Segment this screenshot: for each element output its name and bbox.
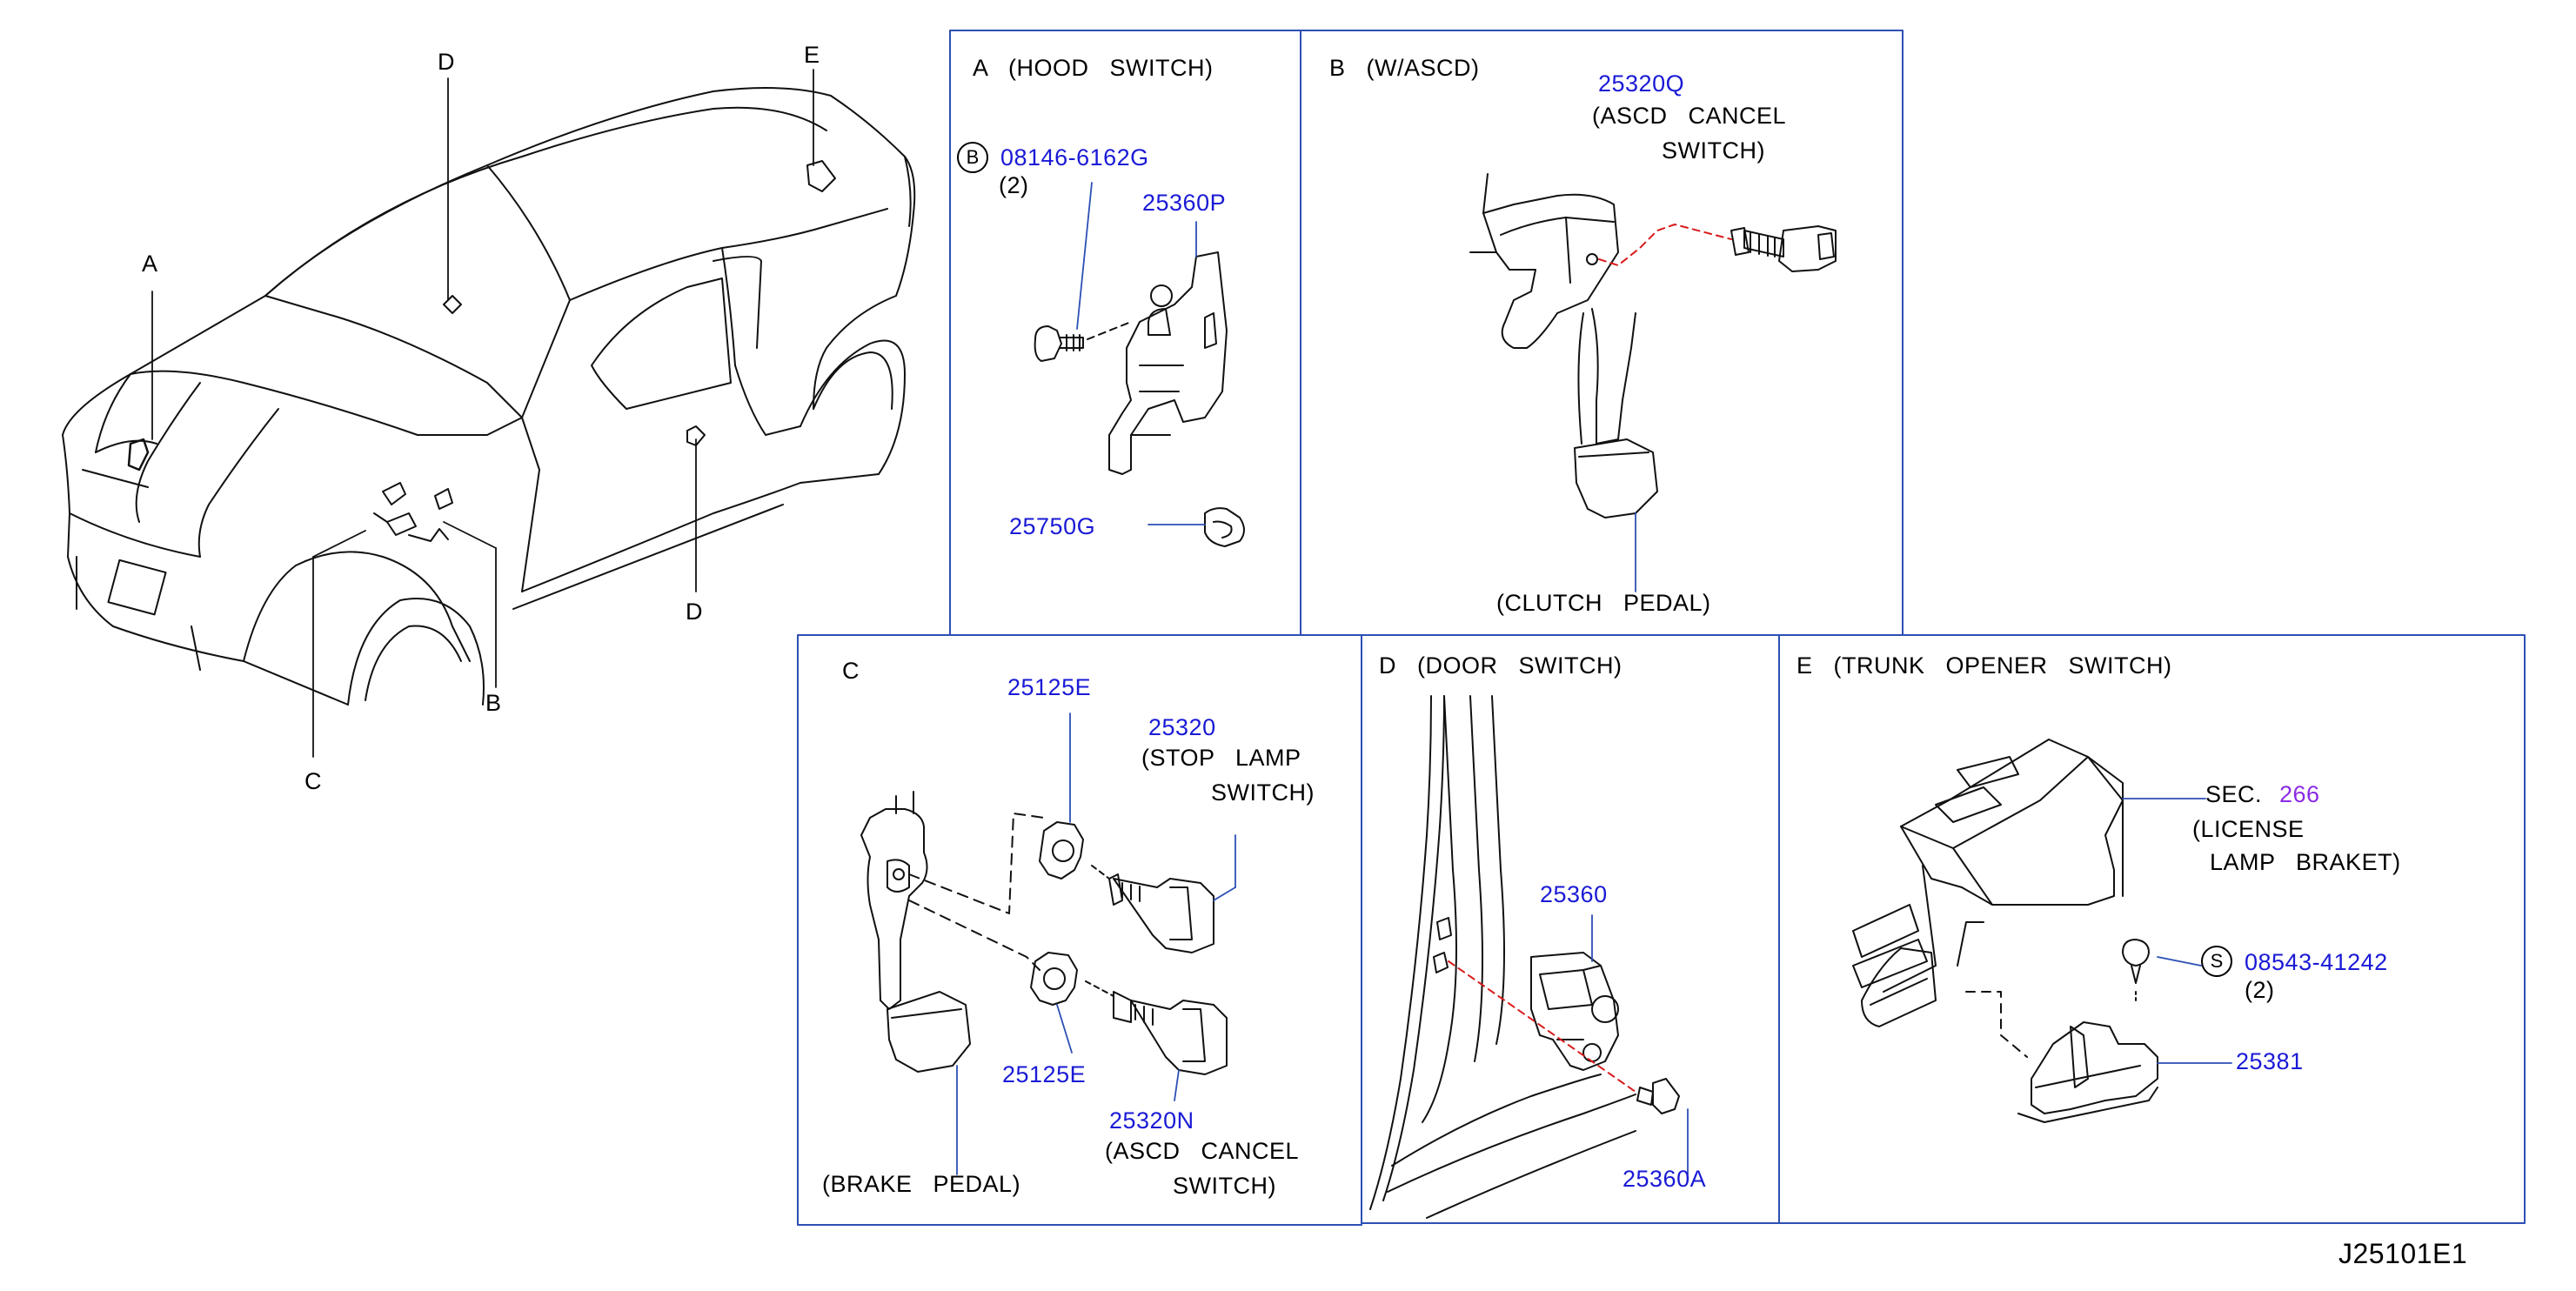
diagram-code: J25101E1 [2338,1238,2468,1269]
callout-e: E [804,42,820,68]
panel-c-title: C [842,658,860,684]
trunk-opener-drawing [1852,739,2232,1123]
part-25381: 25381 [2236,1048,2304,1074]
part-25750G: 25750G [1009,513,1096,539]
panel-a-title: A (HOOD SWITCH) [973,55,1214,81]
door-switch-drawing [1369,695,1689,1219]
sec-266: 266 [2279,781,2320,807]
screw-symbol-s: S [2201,946,2232,977]
lamp-braket-label: LAMP BRAKET) [2210,849,2401,875]
ascd-switch-label-b: SWITCH) [1662,137,1765,164]
panel-e-title: E (TRUNK OPENER SWITCH) [1797,652,2172,679]
part-25360P: 25360P [1142,190,1227,216]
hood-switch-drawing [1034,182,1245,547]
callout-d-bottom: D [686,599,703,625]
ascd-cancel-label-b: (ASCD CANCEL [1592,103,1787,129]
stop-switch-label: SWITCH) [1211,779,1315,806]
stop-lamp-label: (STOP LAMP [1141,745,1301,771]
sec-prefix: SEC. [2205,781,2263,807]
panel-d-title: D (DOOR SWITCH) [1379,652,1623,679]
overview-leaders [151,69,814,758]
license-label: (LICENSE [2192,816,2305,842]
screw-quantity: (2) [2245,977,2275,1003]
panel-borders [797,30,2526,1226]
part-25320N: 25320N [1109,1107,1194,1134]
part-25125E-bottom: 25125E [1002,1061,1087,1087]
part-25320: 25320 [1148,714,1216,740]
brake-pedal-drawing [860,712,1236,1175]
callout-b: B [485,690,502,716]
callout-a: A [142,251,158,277]
car-overview-drawing [62,87,916,706]
part-25320Q: 25320Q [1598,70,1685,97]
clutch-pedal-label: (CLUTCH PEDAL) [1496,590,1711,616]
callout-d-top: D [438,49,455,75]
brake-pedal-label: (BRAKE PEDAL) [822,1171,1021,1197]
clutch-pedal-drawing [1469,173,1837,592]
callout-c: C [304,768,322,794]
bolt-symbol-b: B [957,142,988,173]
part-08543-41242: 08543-41242 [2245,949,2388,975]
part-08146-6162G: 08146-6162G [1000,144,1149,171]
part-25360A: 25360A [1623,1166,1707,1192]
part-25125E-top: 25125E [1007,674,1092,700]
part-25360: 25360 [1540,881,1608,907]
panel-b-title: B (W/ASCD) [1329,55,1480,81]
ascd-cancel-label-c: (ASCD CANCEL [1105,1138,1300,1164]
ascd-switch-label-c: SWITCH) [1173,1173,1276,1199]
bolt-quantity: (2) [999,172,1029,198]
